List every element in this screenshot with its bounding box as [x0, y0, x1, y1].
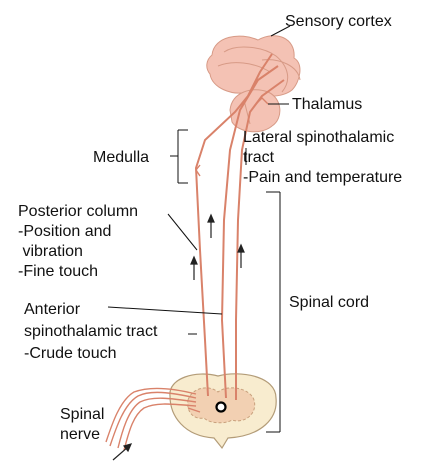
sensory-cortex-label: Sensory cortex — [285, 12, 392, 31]
posterior-column-line-1: Posterior column — [18, 202, 138, 221]
lateral-tract-line-3: -Pain and temperature — [243, 168, 402, 187]
posterior-column-line-4: -Fine touch — [18, 262, 98, 281]
spinal-cord-cross-section — [170, 374, 276, 448]
spinal-nerve-line-2: nerve — [60, 425, 100, 444]
spinal-nerve-line-1: Spinal — [60, 405, 104, 424]
anterior-tract-line-2: spinothalamic tract — [24, 322, 157, 341]
medulla-label: Medulla — [93, 148, 149, 167]
thalamus-shape — [230, 90, 280, 132]
anterior-tract-line-1: Anterior — [24, 300, 80, 319]
posterior-column-line-2: -Position and — [18, 222, 111, 241]
posterior-column-line-3: vibration — [18, 242, 83, 261]
thalamus-label: Thalamus — [292, 95, 362, 114]
lateral-tract-line-1: Lateral spinothalamic — [243, 128, 394, 147]
spinal-cord-label: Spinal cord — [289, 293, 369, 312]
lateral-tract-line-2: tract — [243, 148, 274, 167]
anterior-tract-line-3: -Crude touch — [24, 344, 117, 363]
